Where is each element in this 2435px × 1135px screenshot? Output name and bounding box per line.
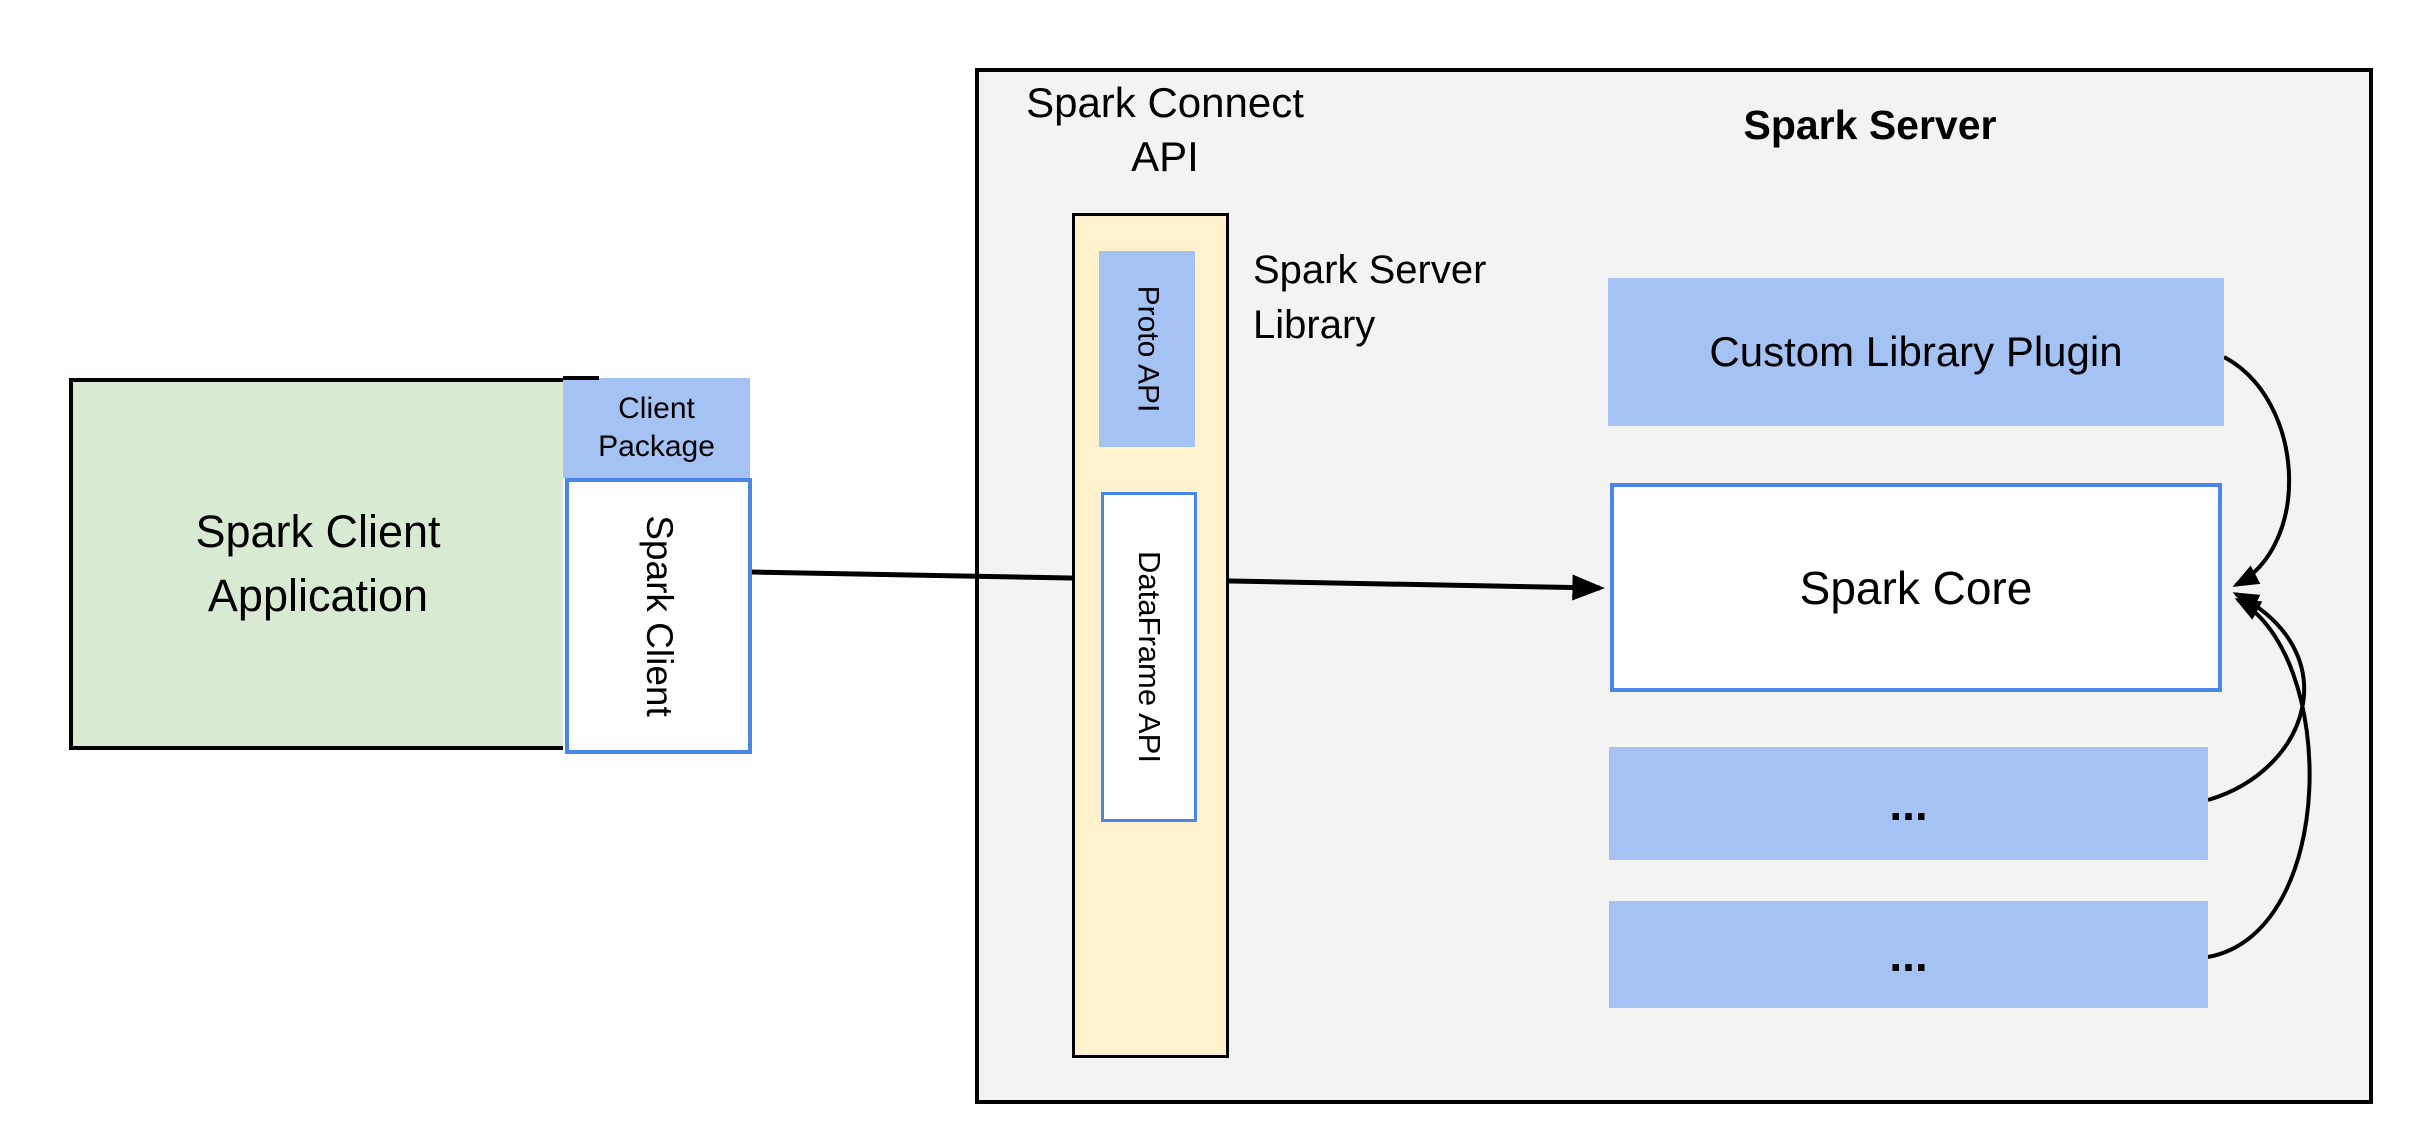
dataframe-api-box: DataFrame API [1101, 492, 1197, 822]
plugin-placeholder-1-label: ... [1889, 777, 1928, 830]
client-package-box: Client Package [563, 378, 750, 478]
spark-client-application-box: Spark Client Application [69, 378, 563, 750]
spark-client-box: Spark Client [565, 478, 752, 754]
spark-connect-api-title: Spark Connect API [1026, 79, 1304, 180]
custom-library-plugin-box: Custom Library Plugin [1608, 278, 2224, 426]
custom-library-plugin-label: Custom Library Plugin [1709, 328, 2123, 375]
spark-client-application-label: Spark Client Application [195, 506, 441, 621]
proto-api-box: Proto API [1099, 251, 1195, 447]
dataframe-api-label: DataFrame API [1132, 551, 1168, 763]
client-box-border-tick [563, 376, 599, 380]
spark-server-title: Spark Server [1743, 102, 1997, 148]
spark-server-library-label: Spark Server Library [1253, 248, 1487, 347]
spark-client-label: Spark Client [638, 515, 680, 717]
spark-core-label: Spark Core [1799, 561, 2033, 614]
spark-core-box: Spark Core [1610, 483, 2222, 692]
plugin-placeholder-2-label: ... [1889, 928, 1928, 981]
plugin-placeholder-box-1: ... [1609, 747, 2208, 860]
client-package-label: Client Package [598, 392, 715, 463]
plugin-placeholder-box-2: ... [1609, 901, 2208, 1008]
proto-api-label: Proto API [1131, 285, 1164, 413]
